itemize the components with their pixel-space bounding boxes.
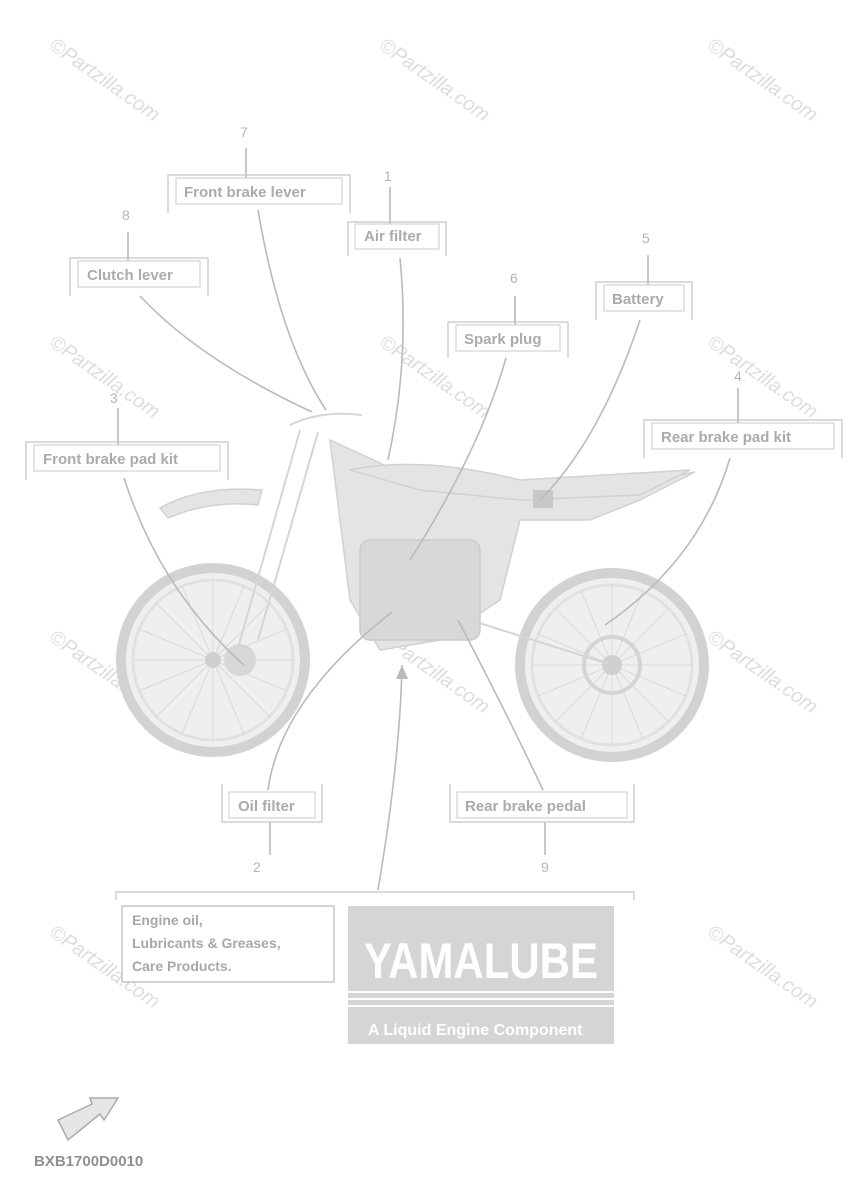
watermark: ©Partzilla.com: [703, 34, 821, 126]
callout-rear-brake-pedal: Rear brake pedal 9: [449, 784, 635, 875]
logo-tagline: A Liquid Engine Component: [368, 1022, 583, 1039]
callout-label: Rear brake pad kit: [661, 429, 791, 446]
callout-label: Front brake lever: [184, 184, 306, 201]
info-line: Lubricants & Greases,: [132, 935, 281, 951]
info-box: [121, 905, 335, 983]
callout-label: Clutch lever: [87, 267, 173, 284]
watermark: ©Partzilla.com: [45, 331, 163, 423]
seat: [349, 463, 691, 501]
info-line: Care Products.: [132, 958, 232, 974]
callout-number: 9: [541, 859, 549, 875]
watermark: ©Partzilla.com: [703, 921, 821, 1013]
callout-battery: 5 Battery: [595, 230, 693, 320]
callout-clutch-lever: 8 Clutch lever: [69, 207, 209, 296]
callout-number: 4: [734, 368, 742, 384]
callout-label: Oil filter: [238, 798, 295, 815]
battery-cover: [533, 490, 553, 508]
callout-air-filter: 1 Air filter: [347, 168, 447, 256]
logo-brand: YAMALUBE: [364, 933, 598, 989]
front-fork: [235, 429, 301, 656]
front-fender: [158, 488, 263, 519]
watermark: ©Partzilla.com: [375, 34, 493, 126]
callout-label: Battery: [612, 291, 664, 308]
callout-spark-plug: 6 Spark plug: [447, 270, 569, 358]
callout-oil-filter: Oil filter 2: [221, 784, 323, 875]
callout-label: Spark plug: [464, 331, 542, 348]
callout-label: Front brake pad kit: [43, 451, 178, 468]
swingarm: [469, 619, 613, 666]
yamalube-group: Engine oil, Lubricants & Greases, Care P…: [115, 891, 635, 1044]
callout-rear-brake-pad-kit: 4 Rear brake pad kit: [643, 368, 843, 458]
watermark: ©Partzilla.com: [45, 34, 163, 126]
motorcycle-illustration: [116, 412, 709, 762]
callout-number: 8: [122, 207, 130, 223]
watermark: ©Partzilla.com: [703, 331, 821, 423]
callout-number: 7: [240, 124, 248, 140]
callout-front-brake-pad-kit: 3 Front brake pad kit: [25, 390, 229, 480]
callout-number: 2: [253, 859, 261, 875]
leader-lines: [117, 148, 739, 891]
front-wheel: [116, 563, 310, 757]
yamalube-logo: YAMALUBE A Liquid Engine Component: [348, 906, 614, 1044]
callout-number: 6: [510, 270, 518, 286]
callout-label: Rear brake pedal: [465, 798, 586, 815]
info-line: Engine oil,: [132, 912, 203, 928]
engine: [359, 539, 481, 641]
watermark: ©Partzilla.com: [703, 626, 821, 718]
callout-number: 5: [642, 230, 650, 246]
callout-front-brake-lever: 7 Front brake lever: [167, 124, 351, 213]
callout-number: 3: [110, 390, 118, 406]
front-direction-arrow-icon: [56, 1097, 120, 1142]
diagram-code: BXB1700D0010: [34, 1153, 143, 1170]
callout-label: Air filter: [364, 228, 422, 245]
arrowhead: [396, 665, 408, 679]
handlebar: [289, 412, 363, 426]
callout-number: 1: [384, 168, 392, 184]
